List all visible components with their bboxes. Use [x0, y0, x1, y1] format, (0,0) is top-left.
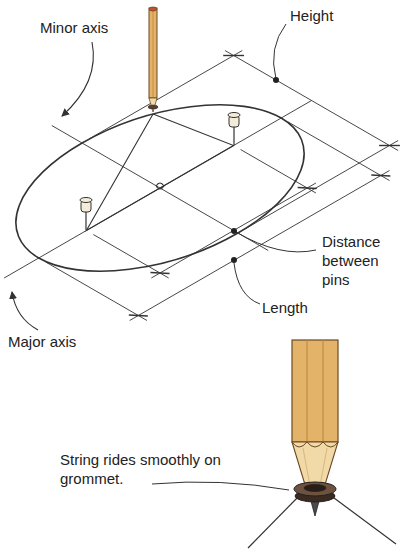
callout-label: Major axis — [8, 332, 118, 351]
leader-dot — [273, 77, 279, 83]
height-dimension — [225, 51, 398, 151]
leader-line — [152, 482, 289, 490]
leader-line — [234, 263, 260, 304]
extension-line — [241, 150, 316, 194]
major-axis-line — [4, 101, 311, 279]
extension-line — [46, 262, 147, 321]
ellipse-outline — [0, 73, 359, 303]
isometric-plane — [0, 33, 410, 341]
dimension-tick — [223, 50, 244, 62]
extension-line — [93, 235, 168, 279]
dimension-tick — [150, 268, 169, 279]
callout-label: Height — [290, 6, 370, 25]
dimension-tick — [371, 170, 390, 181]
dimension-tick — [298, 183, 317, 194]
callout-label: String rides smoothly on grommet. — [60, 450, 242, 488]
leader-dot — [231, 257, 237, 263]
leader-dot — [231, 228, 237, 234]
pencil-detail — [292, 340, 338, 488]
extension-line — [89, 51, 242, 140]
extension-line — [288, 122, 389, 181]
callout-label: Length — [262, 298, 352, 317]
pushpin — [228, 113, 240, 146]
dimension-tick — [129, 310, 148, 321]
leader-line — [236, 232, 316, 252]
string — [248, 495, 300, 548]
callout-arrow — [12, 292, 38, 330]
callout-label: Minor axis — [40, 18, 150, 37]
pushpin — [80, 198, 92, 231]
string — [330, 495, 396, 544]
string-loop — [19, 107, 234, 231]
leader-line — [274, 24, 286, 79]
dimension-tick — [379, 140, 400, 152]
grommet — [294, 482, 336, 516]
callout-label: Distance between pins — [322, 232, 404, 289]
extension-line — [245, 141, 398, 230]
string-knot — [156, 183, 164, 189]
callout-arrow — [62, 42, 93, 116]
pencil — [148, 7, 158, 112]
